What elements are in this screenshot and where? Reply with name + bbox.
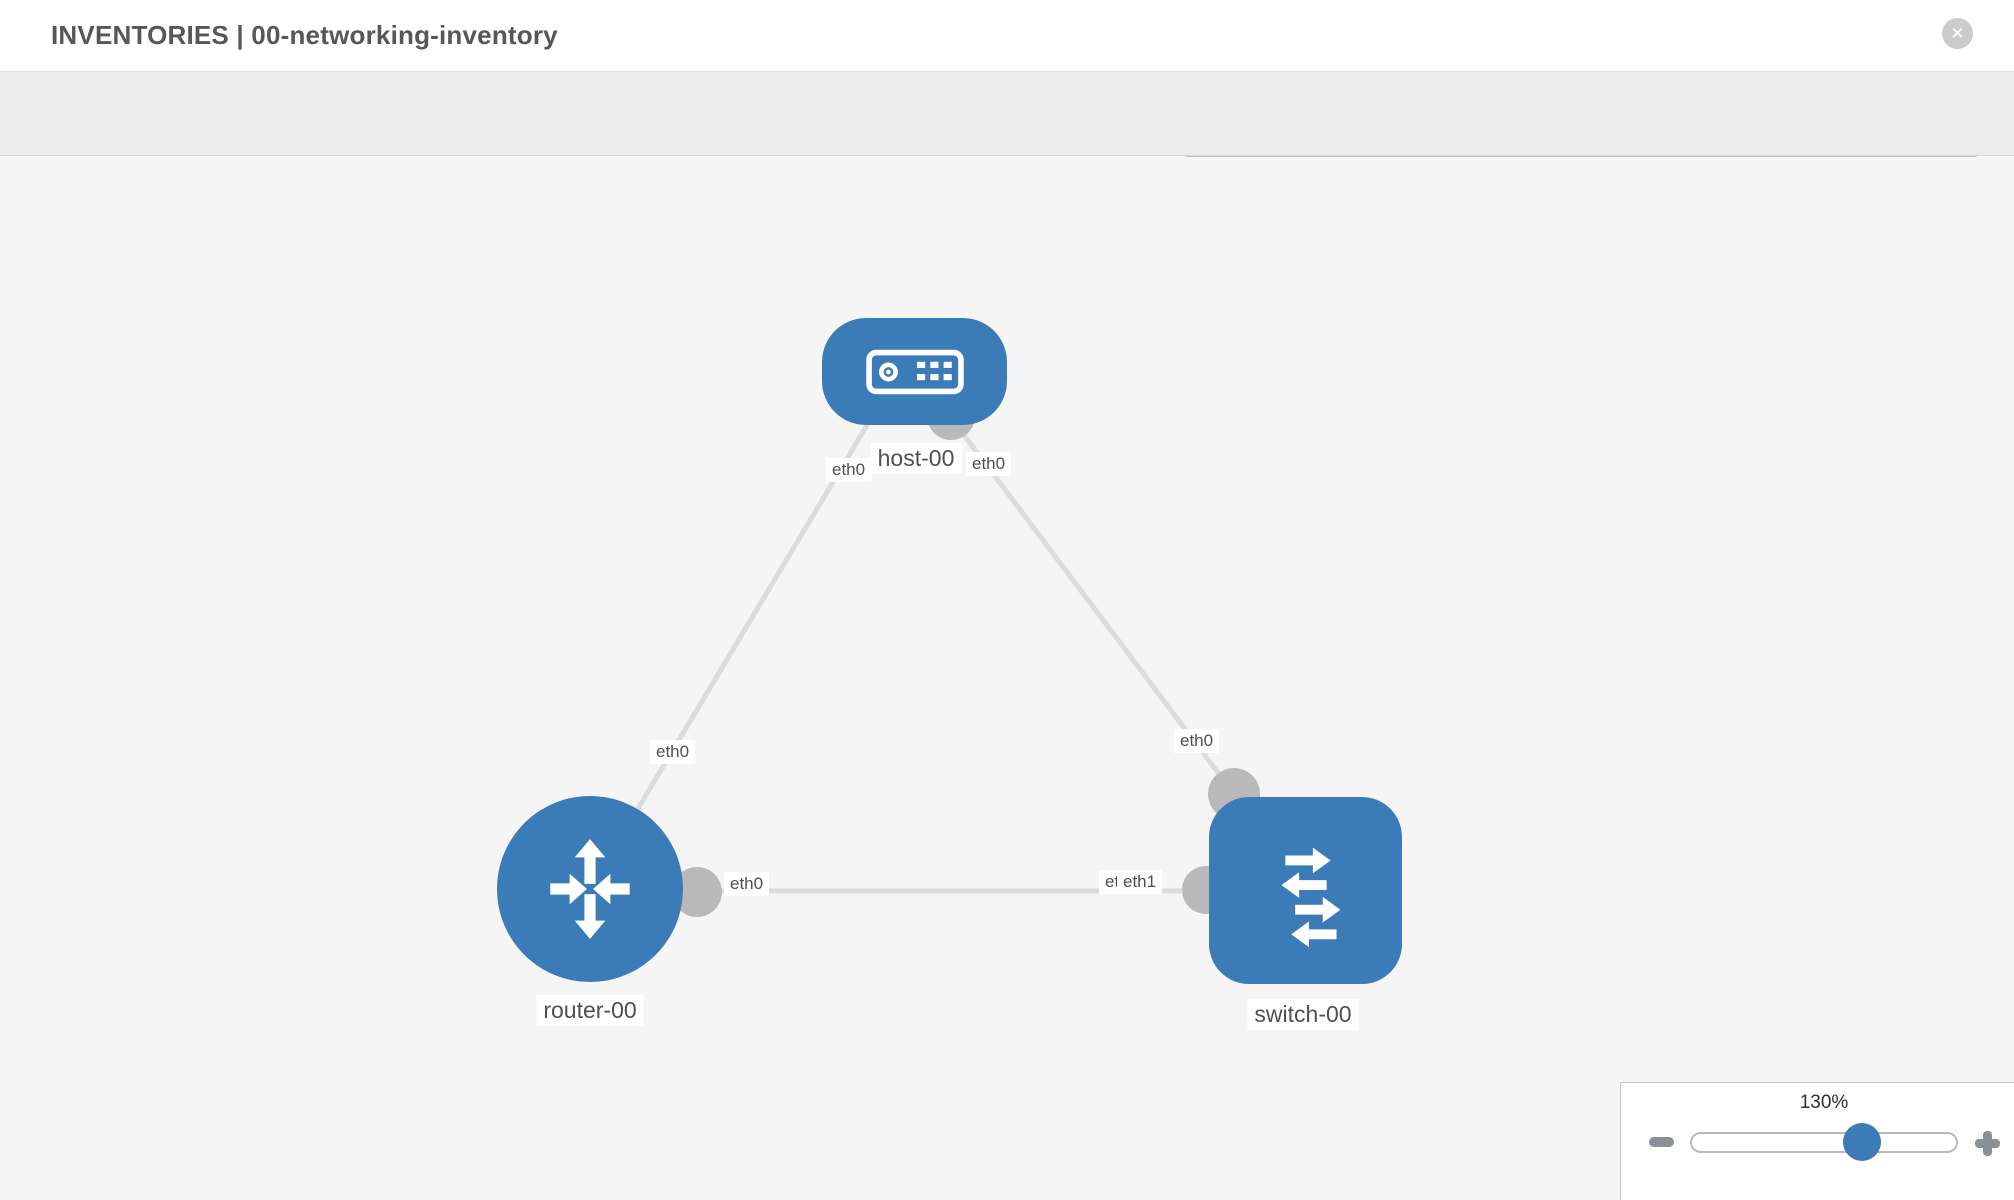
zoom-slider-thumb[interactable] — [1843, 1123, 1881, 1161]
node-label-host: host-00 — [870, 443, 962, 474]
server-icon — [865, 349, 964, 394]
node-label-router: router-00 — [536, 995, 644, 1026]
iface-label-host-router-mid: eth0 — [650, 740, 696, 764]
zoom-out-button[interactable] — [1649, 1137, 1674, 1147]
switch-arrows-icon — [1280, 847, 1340, 947]
node-switch-00[interactable] — [1209, 797, 1402, 984]
close-icon: ✕ — [1950, 24, 1965, 43]
zoom-in-button[interactable] — [1975, 1131, 2000, 1156]
iface-label-host-right: eth0 — [966, 452, 1012, 476]
zoom-level: 130% — [1799, 1092, 1849, 1113]
close-button[interactable]: ✕ — [1942, 18, 1973, 49]
iface-label-switch-eth1: eth1 — [1117, 870, 1163, 894]
node-router-00[interactable] — [497, 796, 683, 982]
topology-links-layer — [587, 392, 1260, 917]
zoom-slider-track[interactable] — [1690, 1132, 1958, 1153]
header: INVENTORIES | 00-networking-inventory ✕ — [0, 0, 2014, 72]
iface-label-host-left: eth0 — [826, 458, 872, 482]
toolbar: ACTIONS SEARC — [0, 72, 2014, 213]
iface-label-host-switch-mid: eth0 — [1174, 729, 1220, 753]
iface-label-router-right: eth0 — [724, 872, 770, 896]
node-label-switch: switch-00 — [1247, 999, 1359, 1030]
node-host-00[interactable] — [822, 318, 1007, 425]
topology-canvas[interactable] — [0, 157, 2014, 1200]
page-title: INVENTORIES | 00-networking-inventory — [51, 20, 558, 50]
router-arrows-icon — [550, 839, 630, 939]
port-dot-router — [672, 867, 722, 917]
